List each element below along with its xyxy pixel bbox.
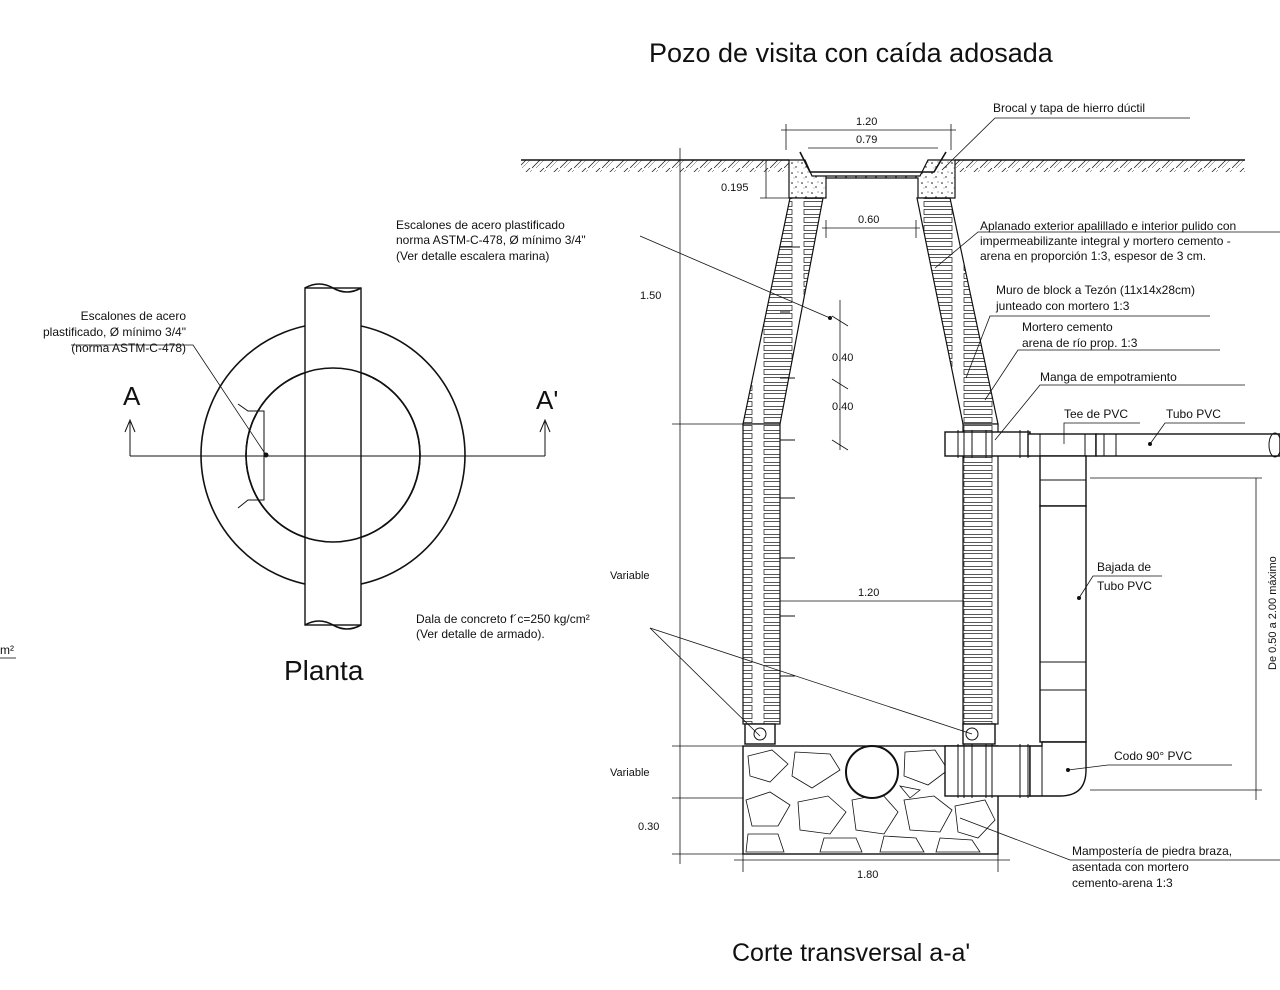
dim-shaft-height: Variable	[610, 570, 650, 582]
dim-top-width: 1.20	[856, 116, 877, 128]
label-aplanado-2: impermeabilizante integral y mortero cem…	[980, 234, 1231, 248]
ground-hatch	[521, 160, 789, 172]
label-steps-3: (Ver detalle escalera marina)	[396, 249, 549, 263]
dim-cover-width: 0.79	[856, 134, 877, 146]
upper-pipe-assembly	[944, 430, 1280, 458]
dala-right	[962, 723, 996, 745]
dala-left	[744, 723, 776, 745]
label-muro-1: Muro de block a Tezón (11x14x28cm)	[996, 283, 1195, 297]
label-dala-2: (Ver detalle de armado).	[416, 627, 545, 641]
codo-pvc	[1029, 741, 1087, 797]
dim-step-spacing-1: 0.40	[832, 352, 853, 364]
label-aplanado-3: arena en proporción 1:3, espesor de 3 cm…	[980, 249, 1206, 263]
dim-inner-width: 1.20	[858, 587, 879, 599]
dim-base-height: Variable	[610, 767, 650, 779]
elbow-assembly	[944, 741, 1087, 798]
plan-steps-note-2: plastificado, Ø mínimo 3/4"	[43, 325, 186, 339]
main-title: Pozo de visita con caída adosada	[649, 38, 1054, 68]
label-aplanado-1: Aplanado exterior apalillado e interior …	[980, 219, 1236, 233]
label-brocal: Brocal y tapa de hierro dúctil	[993, 101, 1145, 115]
plan-view: A A' Escalones de acero plastificado, Ø …	[0, 283, 558, 659]
section-view: 1.20 0.79 0.195 0.60 1.50 0.40 0.40 Vari…	[396, 101, 1280, 890]
label-dala-1: Dala de concreto f´c=250 kg/cm²	[416, 612, 590, 626]
brocal	[788, 159, 956, 199]
label-codo: Codo 90° PVC	[1114, 749, 1193, 763]
label-muro-2: junteado con mortero 1:3	[995, 299, 1130, 313]
plan-label-a: A	[123, 381, 141, 411]
label-mamposteria-1: Mampostería de piedra braza,	[1072, 844, 1232, 858]
plan-cut-unit: m²	[0, 643, 14, 657]
dim-slab-height: 0.30	[638, 821, 659, 833]
tee-pvc	[1027, 433, 1097, 457]
label-manga: Manga de empotramiento	[1040, 370, 1177, 384]
label-tee: Tee de PVC	[1064, 407, 1128, 421]
dim-neck-opening: 0.60	[858, 214, 879, 226]
dim-drop-height: De 0.50 a 2.00 máximo	[1267, 556, 1279, 670]
shaft-wall-left	[742, 423, 781, 725]
cone-wall-left	[742, 197, 824, 425]
dim-neck-height: 0.195	[721, 182, 749, 194]
drop-pipe	[1039, 455, 1087, 743]
plan-title: Planta	[284, 655, 364, 686]
leaders	[639, 117, 1280, 861]
plan-steps-note-3: (norma ASTM-C-478)	[71, 341, 186, 355]
shaft-wall-right	[962, 423, 999, 725]
tubo-pvc-horizontal	[1095, 433, 1280, 457]
label-mamposteria-3: cemento-arena 1:3	[1072, 876, 1173, 890]
dim-cone-height: 1.50	[640, 290, 661, 302]
label-bajada-2: Tubo PVC	[1097, 579, 1152, 593]
plan-label-a-prime: A'	[536, 385, 558, 415]
label-bajada-1: Bajada de	[1097, 560, 1151, 574]
dimensions	[672, 124, 1262, 872]
outlet-pipe	[845, 745, 899, 799]
section-title: Corte transversal a-a'	[732, 939, 970, 967]
label-steps-2: norma ASTM-C-478, Ø mínimo 3/4"	[396, 233, 586, 247]
label-mortero-1: Mortero cemento	[1022, 320, 1113, 334]
label-steps-1: Escalones de acero plastificado	[396, 218, 565, 232]
dim-base-width: 1.80	[857, 869, 878, 881]
dim-step-spacing-2: 0.40	[832, 401, 853, 413]
label-mortero-2: arena de río prop. 1:3	[1022, 336, 1138, 350]
label-tubo: Tubo PVC	[1166, 407, 1221, 421]
plan-steps-note-1: Escalones de acero	[81, 309, 187, 323]
steps	[780, 246, 800, 677]
label-mamposteria-2: asentada con mortero	[1072, 860, 1189, 874]
